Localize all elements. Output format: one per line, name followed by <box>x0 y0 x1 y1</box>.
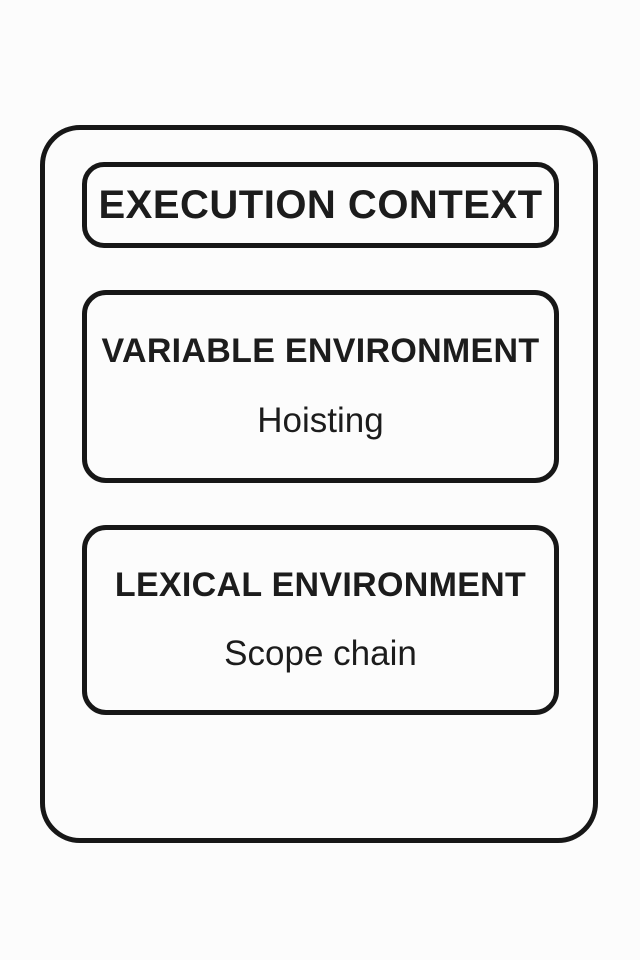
variable-environment-title: VARIABLE ENVIRONMENT <box>101 332 540 371</box>
variable-environment-sublabel: Hoisting <box>257 400 384 440</box>
execution-context-title: EXECUTION CONTEXT <box>98 182 543 227</box>
execution-context-box: EXECUTION CONTEXT VARIABLE ENVIRONMENT H… <box>40 125 598 843</box>
execution-context-title-box: EXECUTION CONTEXT <box>82 162 559 248</box>
variable-environment-box: VARIABLE ENVIRONMENT Hoisting <box>82 290 559 483</box>
lexical-environment-box: LEXICAL ENVIRONMENT Scope chain <box>82 525 559 715</box>
lexical-environment-title: LEXICAL ENVIRONMENT <box>114 566 527 605</box>
lexical-environment-sublabel: Scope chain <box>224 633 417 673</box>
